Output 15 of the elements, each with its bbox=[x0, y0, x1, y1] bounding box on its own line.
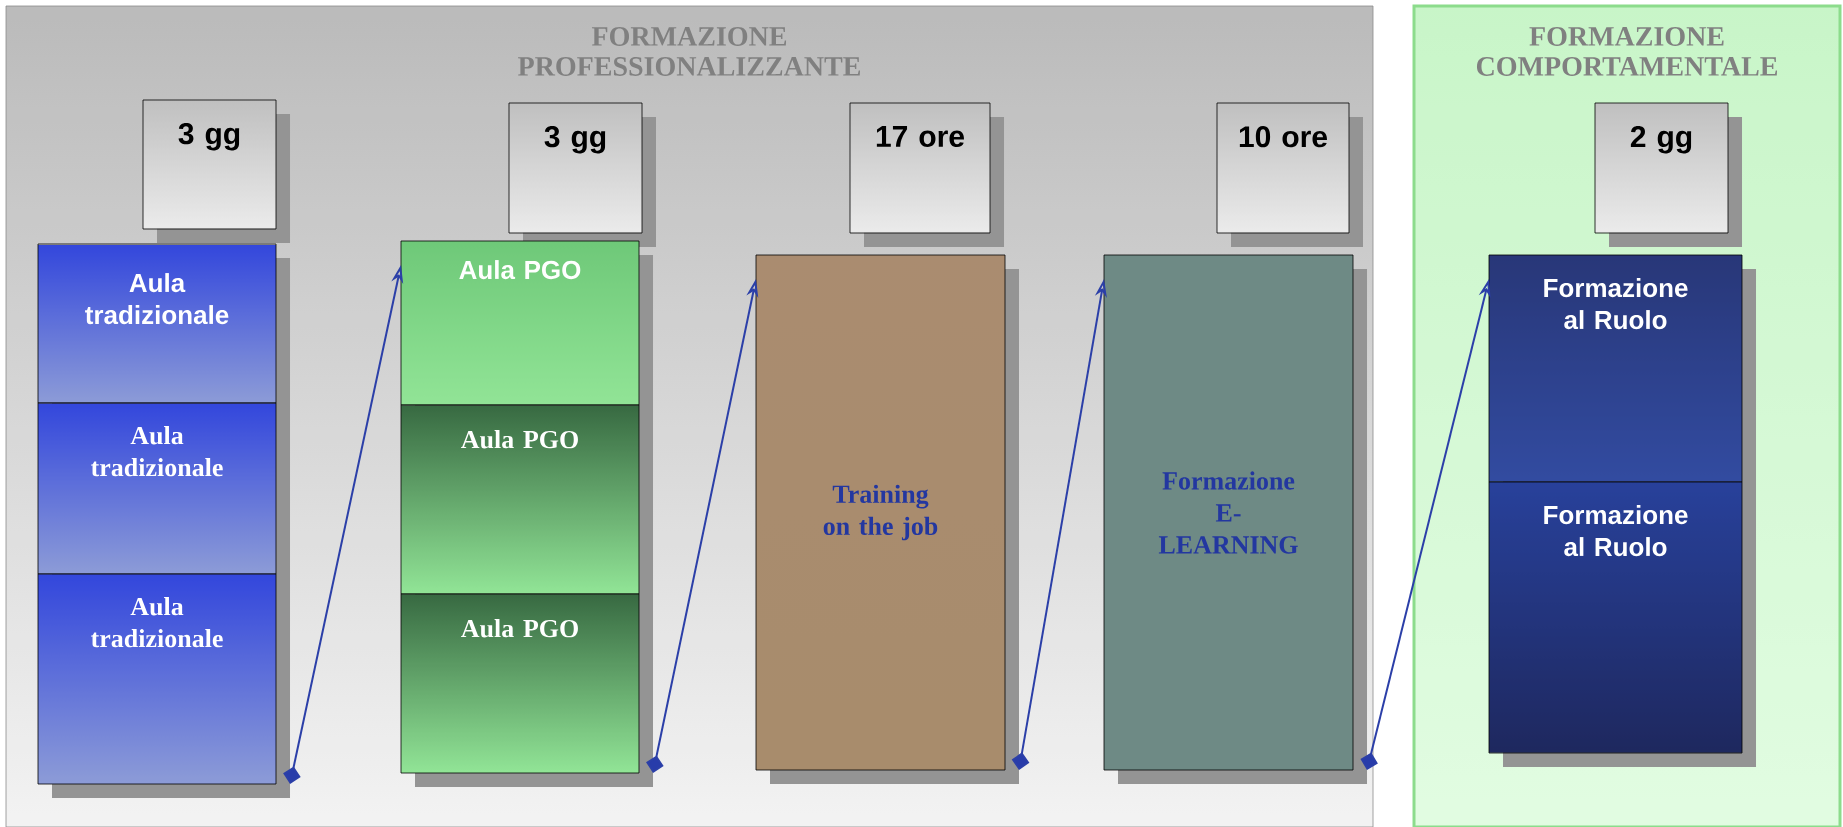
training-block: Formazione al Ruolo bbox=[1488, 254, 1743, 483]
duration-box: 10 ore bbox=[1216, 102, 1350, 234]
duration-box: 2 gg bbox=[1594, 102, 1729, 234]
training-block: Formazione E-LEARNING bbox=[1103, 254, 1354, 771]
training-block: Aula PGO bbox=[400, 240, 640, 406]
training-block: Aula tradizionale bbox=[37, 402, 277, 575]
training-block: Aula tradizionale bbox=[37, 243, 277, 404]
training-block: Aula PGO bbox=[400, 404, 640, 595]
training-block: Training on the job bbox=[755, 254, 1006, 771]
duration-box: 3 gg bbox=[508, 102, 643, 234]
duration-box: 3 gg bbox=[142, 99, 277, 230]
training-block: Formazione al Ruolo bbox=[1488, 481, 1743, 754]
training-block: Aula tradizionale bbox=[37, 573, 277, 785]
duration-box: 17 ore bbox=[849, 102, 991, 234]
training-block: Aula PGO bbox=[400, 593, 640, 774]
